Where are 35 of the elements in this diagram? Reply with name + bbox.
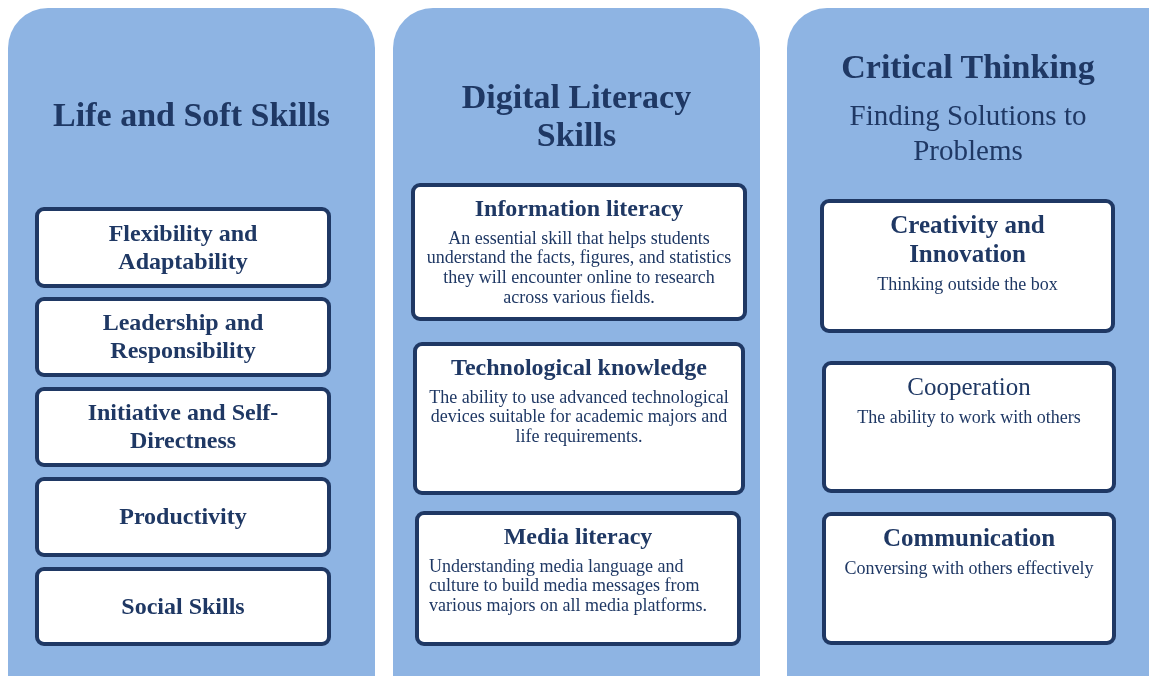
skill-description: Understanding media language and culture to build media messages from various majors on all media platforms.: [429, 556, 708, 616]
skill-heading: Creativity and Innovation: [889, 211, 1046, 269]
panel-title: Digital Literacy Skills: [460, 78, 693, 155]
skill-heading: Social Skills: [121, 592, 245, 621]
skill-heading: Flexibility and Adaptability: [107, 219, 259, 276]
skill-heading: Initiative and Self-Directness: [86, 399, 280, 455]
skill-box: [35, 207, 331, 288]
skill-box: [411, 183, 747, 321]
column-panel: [8, 8, 375, 676]
skill-heading: Communication: [882, 524, 1056, 553]
skill-heading: Productivity: [119, 503, 247, 531]
skill-box: [413, 342, 745, 495]
panel-title: Life and Soft Skills: [52, 96, 331, 135]
skill-heading: Cooperation: [907, 373, 1031, 402]
skill-box: [822, 512, 1116, 645]
skill-description: The ability to use advanced technological devices suitable for academic majors and life requirements.: [428, 387, 730, 447]
skill-box: [35, 297, 331, 377]
skill-box: [35, 387, 331, 467]
skill-box: [822, 361, 1116, 493]
skill-heading: Leadership and Responsibility: [101, 309, 265, 365]
skill-description: The ability to work with others: [857, 407, 1081, 428]
panel-subtitle: Finding Solutions to Problems: [848, 98, 1088, 168]
panel-title: Critical Thinking: [840, 48, 1096, 87]
skill-heading: Technological knowledge: [451, 354, 707, 382]
column-panel: [393, 8, 760, 676]
skill-box: [415, 511, 741, 646]
skill-box: [820, 199, 1115, 333]
skill-box: [35, 477, 331, 557]
column-panel: [787, 8, 1149, 676]
skill-heading: Information literacy: [474, 195, 684, 223]
skill-box: [35, 567, 331, 646]
skill-heading: Media literacy: [503, 523, 653, 551]
skill-description: An essential skill that helps students understand the facts, figures, and statistics they will encounter online to research across various fields.: [425, 228, 733, 308]
skill-description: Thinking outside the box: [877, 274, 1058, 295]
skill-description: Conversing with others effectively: [844, 558, 1094, 579]
